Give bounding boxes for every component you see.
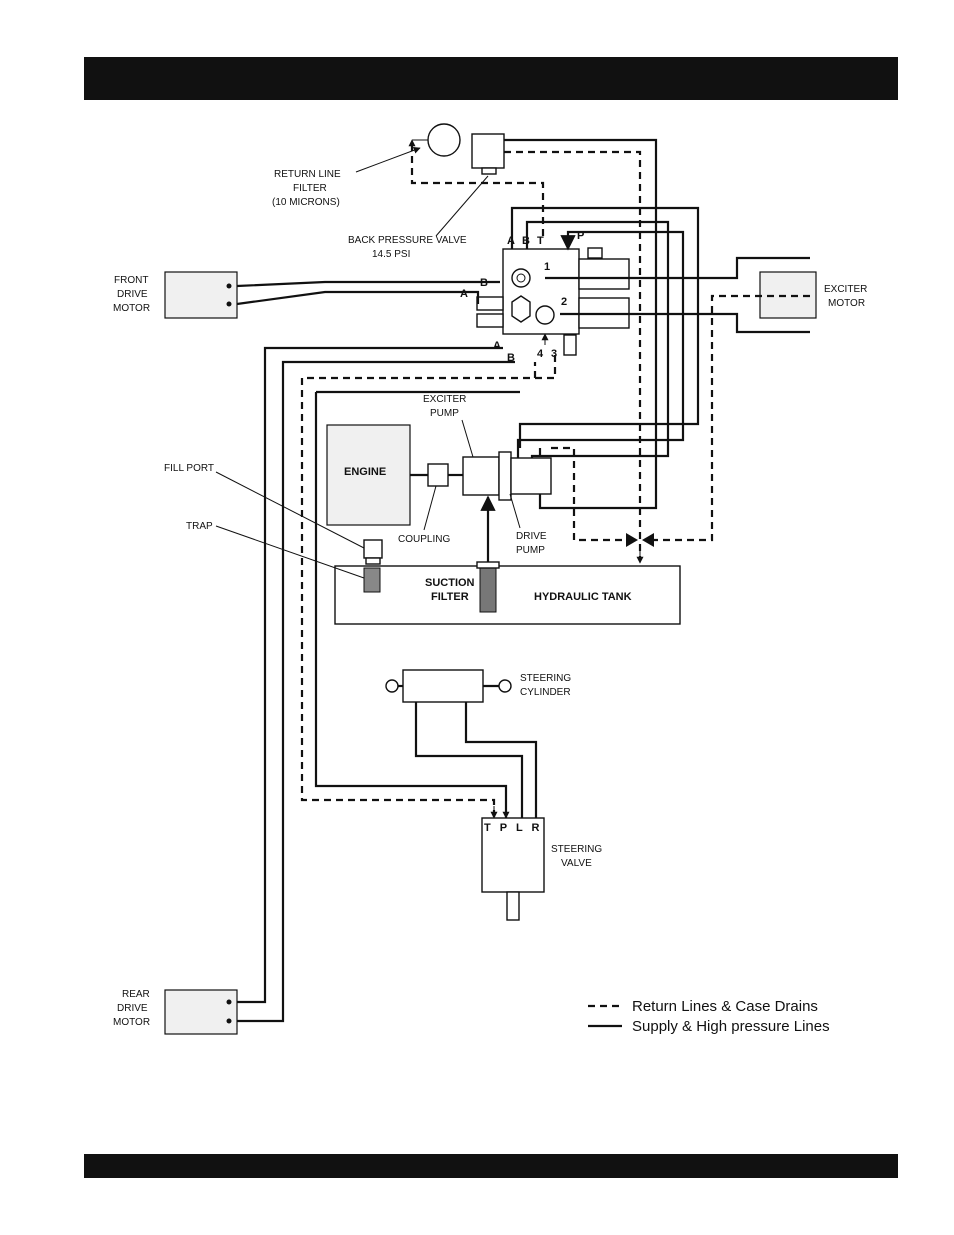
steering-cylinder [385, 669, 512, 703]
supply-line-exciter-pump [516, 230, 685, 468]
drive-pump-label-2: PUMP [516, 545, 545, 556]
exciter-pump-label-2: PUMP [430, 408, 459, 419]
steering-cylinder-label-1: STEERING [520, 673, 571, 684]
exciter-motor-label-1: EXCITER [824, 284, 867, 295]
rear-port-a-label: A [493, 340, 501, 352]
line-to-exciter-motor-2 [560, 312, 810, 334]
steering-valve [481, 817, 545, 921]
trap-leader [215, 525, 365, 579]
header-bar [84, 57, 898, 100]
coupling-leader [423, 485, 437, 531]
drive-pump-label-1: DRIVE [516, 531, 547, 542]
suction-filter-label-1: SUCTION [425, 577, 475, 589]
engine-label: ENGINE [344, 466, 386, 478]
coupling [427, 463, 449, 487]
front-motor-line-a [236, 290, 480, 306]
drive-pump-leader [509, 493, 521, 529]
exciter-motor-case-drain [650, 294, 810, 542]
rear-drive-label-3: MOTOR [113, 1017, 150, 1028]
legend-dashed-label: Return Lines & Case Drains [632, 998, 818, 1015]
rear-drive-label-2: DRIVE [117, 1003, 148, 1014]
footer-bar [84, 1154, 898, 1178]
return-filter-label-3: (10 MICRONS) [272, 197, 340, 208]
rear-port-b-label: B [507, 352, 515, 364]
port-t-label: T [537, 235, 544, 247]
return-filter-label-2: FILTER [293, 183, 327, 194]
return-filter-label-1: RETURN LINE [274, 169, 341, 180]
fill-port-label: FILL PORT [164, 463, 214, 474]
port-1-label: 1 [544, 261, 550, 273]
front-drive-label-1: FRONT [114, 275, 148, 286]
fill-port-leader [215, 471, 365, 549]
exciter-motor-label-2: MOTOR [828, 298, 865, 309]
rear-motor-line-b [237, 360, 515, 1023]
back-pressure-valve [471, 133, 505, 175]
back-pressure-label-1: BACK PRESSURE VALVE [348, 235, 467, 246]
drive-pump [510, 457, 552, 495]
steering-port-labels: T P L R [484, 822, 543, 834]
trap [363, 567, 381, 593]
rear-drive-motor [164, 989, 238, 1035]
front-motor-line-b [236, 280, 500, 288]
coupling-label: COUPLING [398, 534, 450, 545]
return-line-filter [412, 123, 461, 157]
steering-cylinder-label-2: CYLINDER [520, 687, 571, 698]
engine [326, 424, 411, 526]
filter-leader-line [355, 146, 421, 173]
line-port-a-loop [510, 206, 700, 448]
suction-filter-label-2: FILTER [431, 591, 469, 603]
hydraulic-tank-label: HYDRAULIC TANK [534, 591, 632, 603]
line-to-exciter-motor-1 [545, 256, 810, 280]
rear-motor-line-a [237, 346, 503, 1004]
legend: Return Lines & Case Drains Supply & High… [588, 998, 830, 1035]
steering-valve-label-1: STEERING [551, 844, 602, 855]
exciter-pump-label-1: EXCITER [423, 394, 466, 405]
port-p-label: P [577, 230, 584, 242]
return-line-to-filter [410, 140, 545, 236]
port-2-label: 2 [561, 296, 567, 308]
valve-leader-line [435, 175, 489, 237]
fill-port [363, 539, 383, 565]
front-port-a-label: A [460, 288, 468, 300]
hydraulic-tank [334, 565, 681, 625]
port-4-label: 4 [537, 348, 544, 360]
exciter-pump [462, 451, 512, 501]
return-line-to-tank [504, 150, 642, 560]
control-valve-block [476, 248, 580, 356]
steering-supply-line [314, 392, 508, 818]
back-pressure-label-2: 14.5 PSI [372, 249, 410, 260]
front-drive-motor [164, 271, 238, 319]
pump-case-drain [551, 446, 630, 542]
trap-label: TRAP [186, 521, 213, 532]
supply-line-drive-pump [504, 138, 658, 510]
legend-solid-label: Supply & High pressure Lines [632, 1018, 830, 1035]
rear-drive-label-1: REAR [122, 989, 150, 1000]
steering-line-l [414, 702, 524, 818]
exciter-pump-leader [461, 419, 474, 458]
steering-return-line [300, 355, 557, 818]
steering-line-r [464, 702, 538, 818]
steering-valve-label-2: VALVE [561, 858, 592, 869]
solenoid-upper [578, 247, 630, 290]
port-3-label: 3 [551, 348, 557, 360]
suction-filter [476, 561, 500, 613]
front-drive-label-3: MOTOR [113, 303, 150, 314]
front-drive-label-2: DRIVE [117, 289, 148, 300]
